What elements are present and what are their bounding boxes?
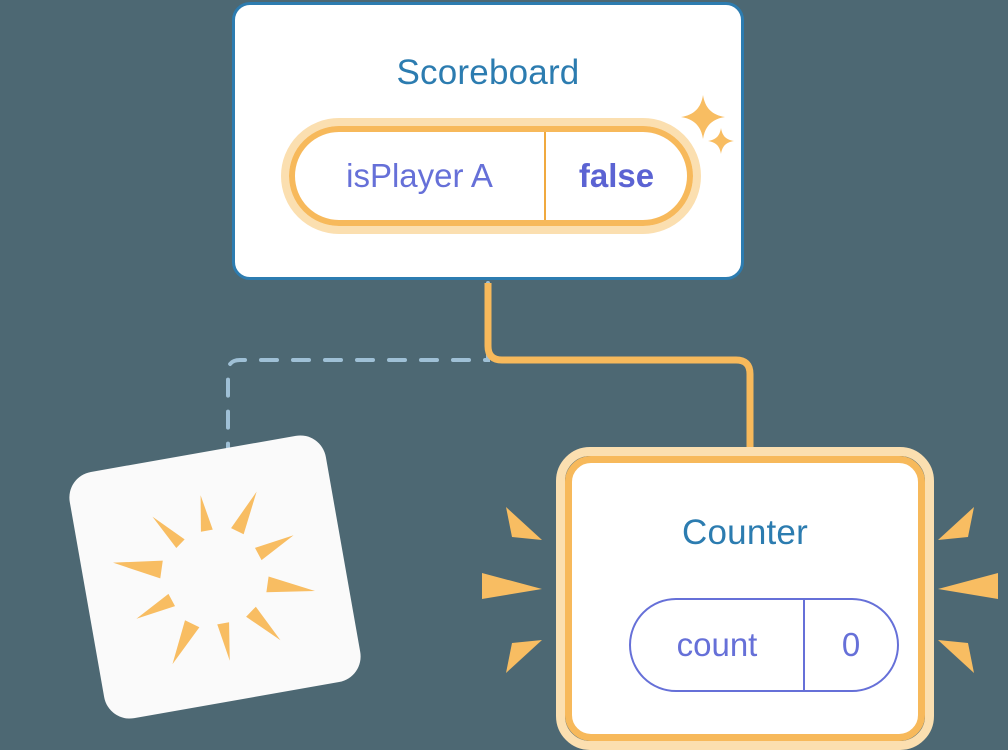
scoreboard-state-value: false [578,157,655,194]
scoreboard-card[interactable]: Scoreboard isPlayer A false [232,2,744,280]
counter-rays-right-icon [938,507,998,673]
counter-card-surface: Counter count 0 [565,456,925,741]
counter-card[interactable]: Counter count 0 [556,447,934,750]
scoreboard-title: Scoreboard [396,53,580,92]
scoreboard-state-key: isPlayer A [346,157,493,194]
counter-state-value: 0 [841,626,861,663]
scoreboard-state-pill[interactable]: isPlayer A false [281,118,701,234]
counter-title: Counter [682,513,808,552]
connector-scoreboard-to-counter [484,283,754,452]
burst-card[interactable] [65,431,365,723]
counter-rays-left-icon [482,507,542,673]
counter-state-pill[interactable]: count 0 [629,598,899,692]
counter-state-key: count [676,626,758,663]
scoreboard-state-pill-inner: isPlayer A false [289,126,693,226]
counter-pill-divider [803,600,805,690]
scoreboard-pill-divider [544,132,546,220]
burst-rays-icon [113,491,316,665]
